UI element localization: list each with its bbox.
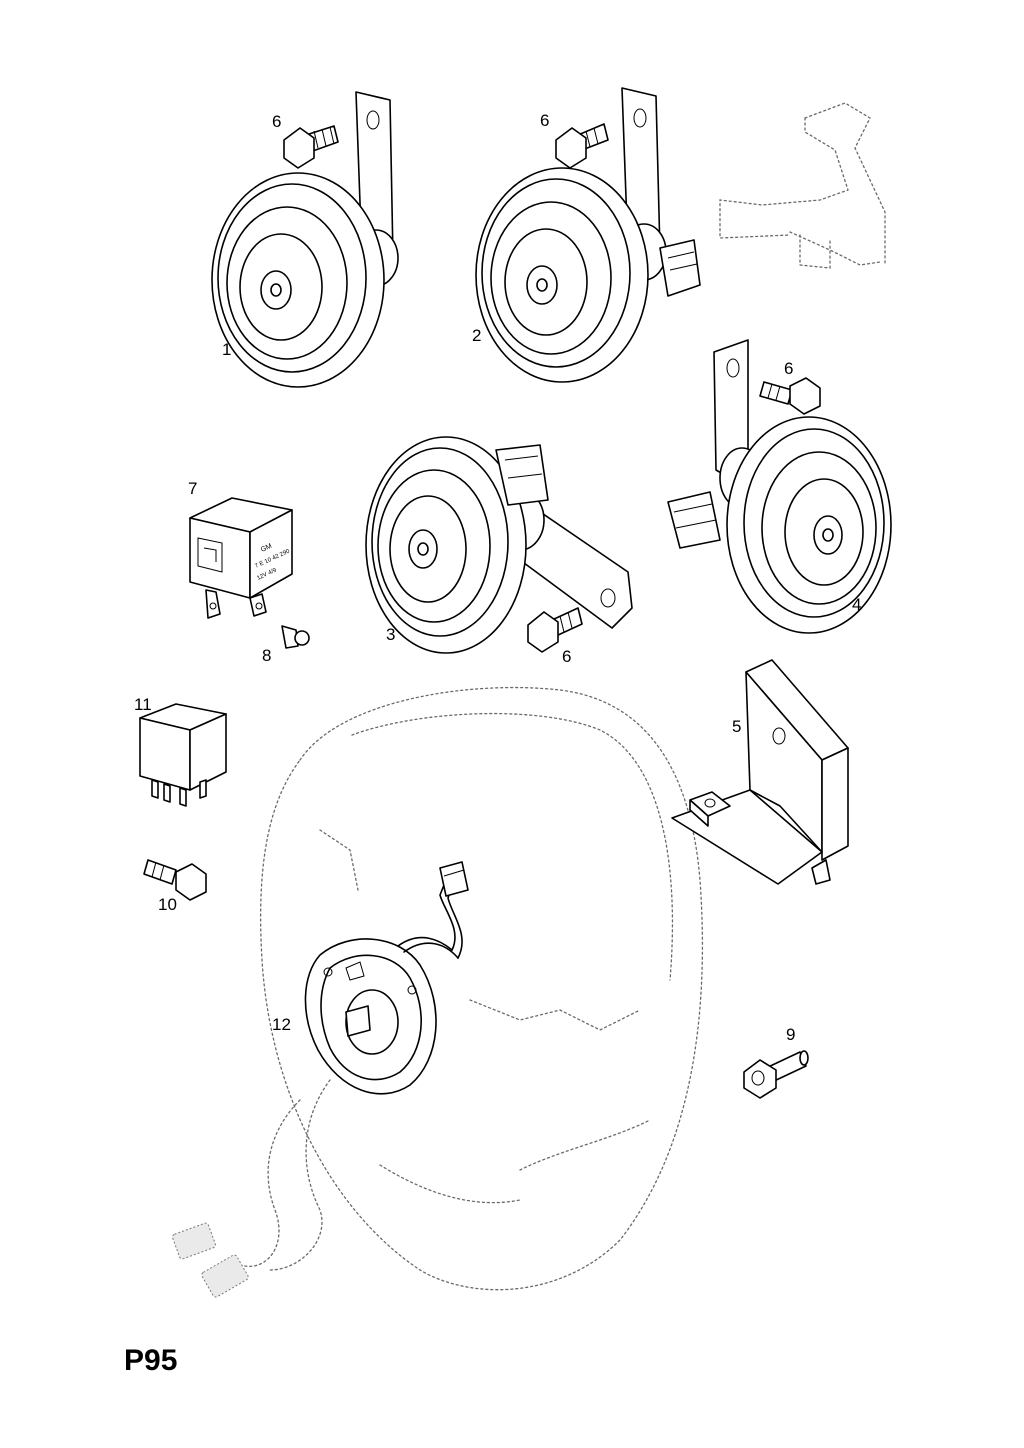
bolt-6-b	[555, 123, 609, 169]
callout-6-d: 6	[562, 647, 571, 666]
bolt-6-c	[759, 377, 821, 415]
bolt-6-a	[283, 125, 339, 169]
clip-8	[281, 625, 310, 649]
horn-2	[475, 87, 701, 383]
callout-10: 10	[158, 895, 177, 914]
relay-11	[139, 703, 227, 807]
callout-6-b: 6	[540, 111, 549, 130]
steering-wheel-outline	[172, 686, 704, 1298]
callout-8: 8	[262, 646, 271, 665]
callout-6-a: 6	[272, 112, 281, 131]
relay-label-line1: GM	[260, 543, 273, 554]
horn-1	[211, 91, 399, 388]
callout-3: 3	[386, 625, 395, 644]
callout-7: 7	[188, 479, 197, 498]
callout-1: 1	[222, 340, 231, 359]
bolt-6-d	[527, 607, 583, 653]
callouts: 1 2 3 4 5 6 6 6 6 7 8 9 10 11 12	[134, 111, 861, 1044]
callout-11: 11	[134, 695, 152, 714]
contact-unit-12	[304, 861, 469, 1095]
relay-7: GM 7 E 10 42 290 12V 4/9	[189, 497, 293, 619]
bolt-9	[743, 1050, 809, 1099]
callout-5: 5	[732, 717, 741, 736]
horn-4	[667, 339, 892, 634]
callout-12: 12	[272, 1015, 291, 1034]
callout-9: 9	[786, 1025, 795, 1044]
vehicle-frame-outline	[719, 102, 886, 269]
callout-2: 2	[472, 326, 481, 345]
callout-6-c: 6	[784, 359, 793, 378]
horn-3	[365, 436, 633, 654]
bolt-10	[143, 859, 207, 901]
callout-4: 4	[852, 595, 861, 614]
bracket-5	[671, 659, 849, 885]
page-code: P95	[124, 1344, 177, 1377]
